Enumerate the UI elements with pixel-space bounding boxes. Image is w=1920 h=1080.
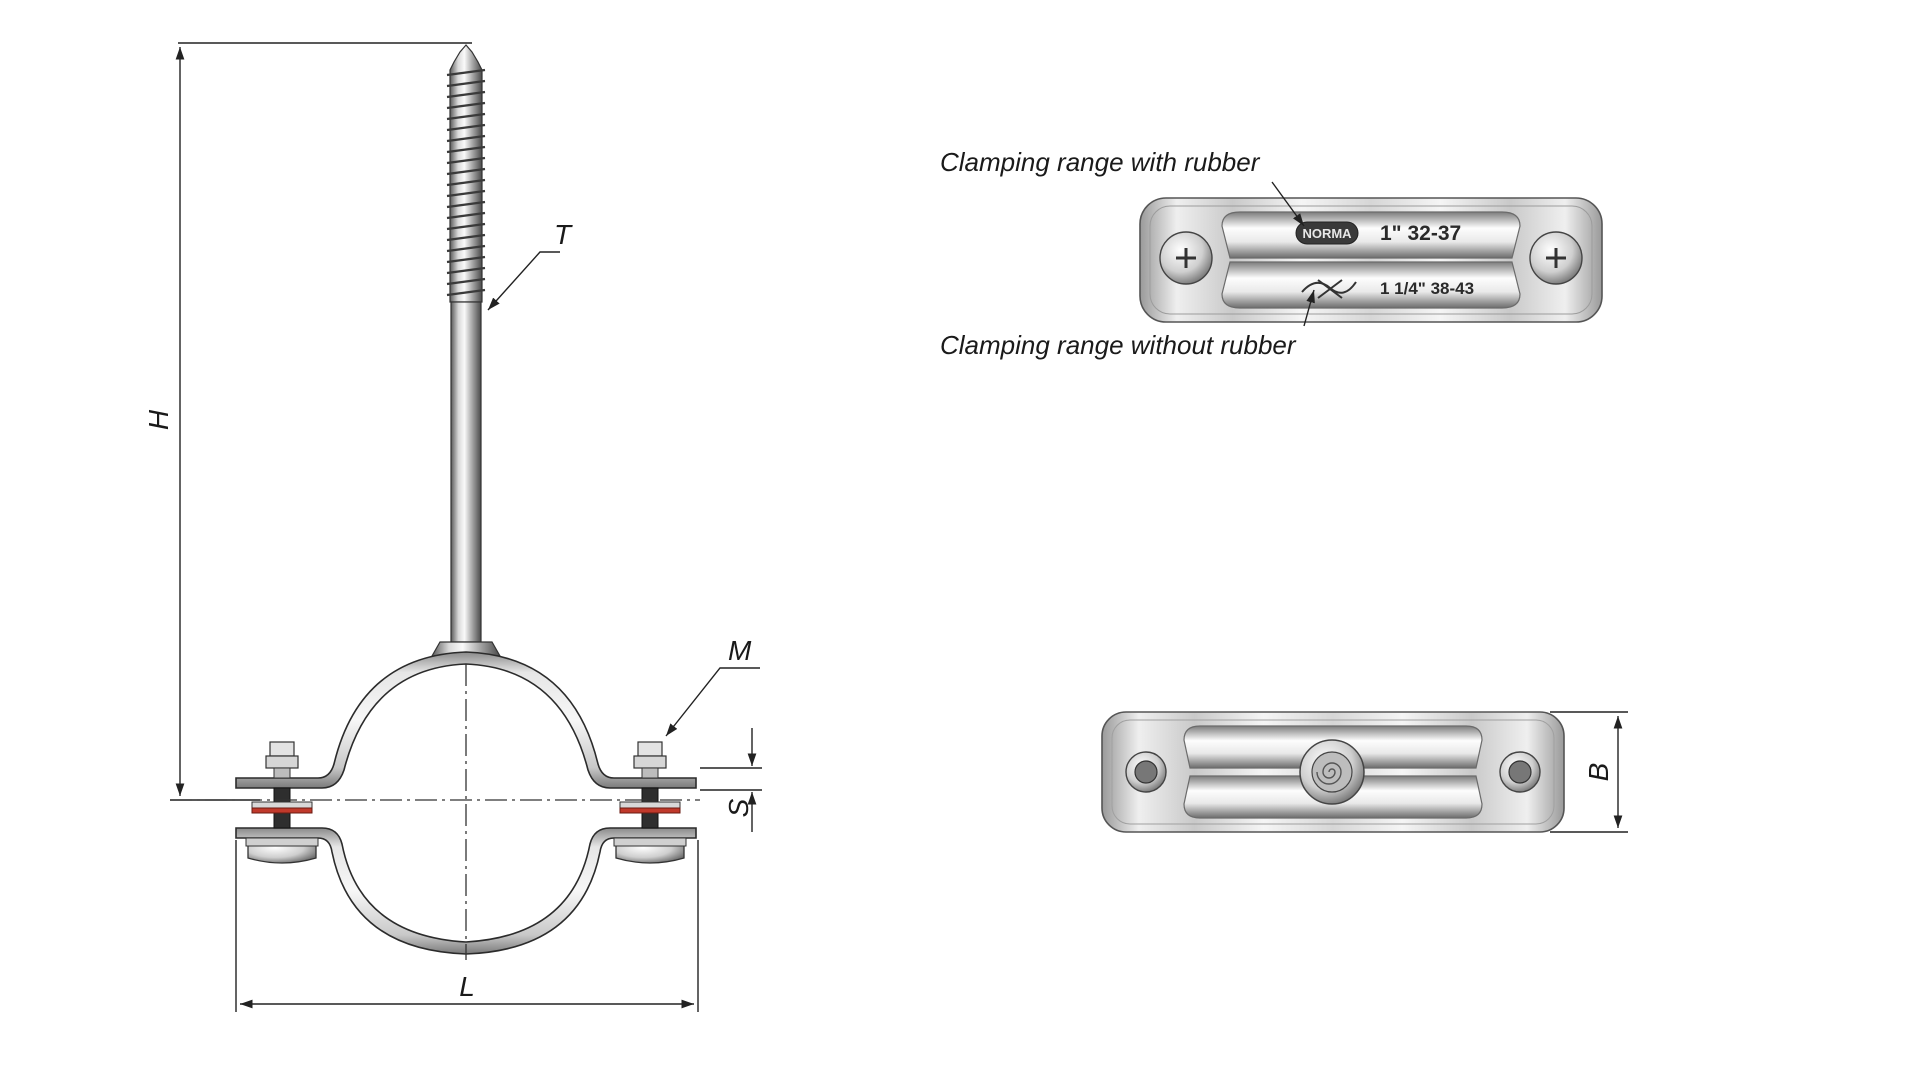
thread-ridge: [446, 134, 486, 143]
thread-ridge: [446, 79, 486, 88]
length-dimension: L: [235, 840, 699, 1012]
thread-ridge: [446, 233, 486, 242]
side-view: H T: [143, 42, 762, 1012]
gap-label: S: [723, 798, 754, 817]
screw-callout: M: [665, 635, 760, 737]
thread-ridge: [446, 90, 486, 99]
left-mount-hole: [1125, 751, 1167, 793]
center-rod-weld: [1299, 739, 1365, 805]
thread-ridge: [446, 266, 486, 275]
thread-ridge: [446, 288, 486, 297]
thread-label: T: [554, 219, 573, 250]
top-view-stamped-plate: NORMA 1" 32-37 1 1/4" 38-43 Clamping ran…: [940, 147, 1603, 360]
callout-with-rubber: Clamping range with rubber: [940, 147, 1305, 227]
right-screw-head: [1529, 231, 1583, 285]
logo-text: NORMA: [1302, 226, 1352, 241]
width-label: B: [1583, 763, 1614, 782]
left-bolt: [245, 741, 319, 864]
gap-dimension: S: [700, 728, 762, 832]
width-dimension: B: [1550, 711, 1628, 833]
callout-without-rubber: Clamping range without rubber: [940, 289, 1315, 360]
decorative-mark-icon: [1301, 279, 1357, 299]
length-label: L: [459, 971, 475, 1002]
bottom-view-plate: B: [1101, 711, 1628, 833]
callout-with-rubber-text: Clamping range with rubber: [940, 147, 1261, 177]
thread-ridge: [446, 68, 486, 77]
right-bolt: [613, 741, 687, 864]
right-mount-hole: [1499, 751, 1541, 793]
height-label: H: [143, 409, 174, 430]
callout-without-rubber-text: Clamping range without rubber: [940, 330, 1297, 360]
brand-logo-badge: NORMA: [1295, 221, 1359, 245]
thread-ridge: [446, 112, 486, 121]
upper-clamp-half: [235, 651, 697, 789]
left-screw-head: [1159, 231, 1213, 285]
thread-ridge: [446, 189, 486, 198]
thread-ridge: [446, 277, 486, 286]
wood-screw-thread: [446, 44, 486, 303]
hanger-rod: [450, 301, 482, 643]
thread-ridge: [446, 200, 486, 209]
thread-ridge: [446, 178, 486, 187]
range-without-rubber-stamp: 1 1/4" 38-43: [1380, 279, 1474, 298]
screw-label: M: [728, 635, 752, 666]
thread-ridge: [446, 255, 486, 264]
thread-ridge: [446, 222, 486, 231]
thread-ridge: [446, 145, 486, 154]
height-dimension: H: [143, 42, 472, 801]
thread-ridge: [446, 244, 486, 253]
thread-callout: T: [487, 219, 573, 311]
range-with-rubber-stamp: 1" 32-37: [1380, 222, 1461, 245]
thread-ridge: [446, 211, 486, 220]
thread-ridge: [446, 167, 486, 176]
thread-ridge: [446, 101, 486, 110]
thread-ridge: [446, 156, 486, 165]
thread-ridge: [446, 123, 486, 132]
